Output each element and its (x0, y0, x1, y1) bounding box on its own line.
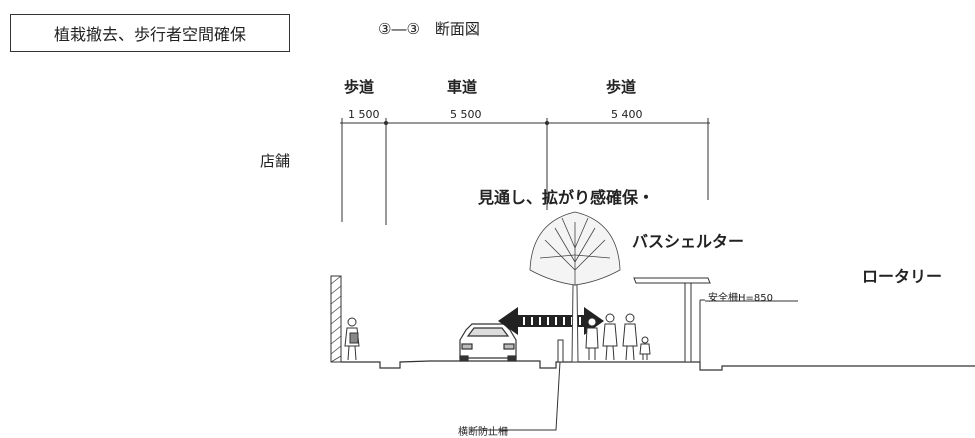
dimension-sidewalk-right: 5 400 (611, 108, 643, 121)
bus-shelter-icon (633, 277, 711, 363)
shop-label: 店舗 (260, 152, 291, 170)
bus-shelter-label: バスシェルター (632, 232, 745, 251)
dimension-roadway: 5 500 (450, 108, 482, 121)
car-icon (459, 323, 517, 362)
pedestrian-group-icon (585, 313, 651, 361)
title-box: 植栽撤去、歩行者空間確保 (10, 14, 290, 52)
zone-label-sidewalk-left: 歩道 (344, 78, 375, 96)
safety-fence-icon (699, 299, 798, 362)
dimension-sidewalk-left: 1 500 (348, 108, 380, 121)
crossing-barrier-icon (470, 339, 564, 431)
ground-line (341, 360, 975, 371)
tree-icon (529, 211, 621, 363)
dimension-lines (340, 118, 710, 225)
safety-fence-label: 安全柵H=850 (708, 293, 773, 304)
crossing-barrier-label: 横断防止柵 (458, 427, 508, 438)
rotary-label: ロータリー (862, 267, 943, 286)
visibility-callout: 見通し、拡がり感確保・ (478, 188, 655, 207)
zone-label-sidewalk-right: 歩道 (606, 78, 637, 96)
zone-label-roadway: 車道 (447, 78, 478, 96)
building-wall (330, 275, 342, 363)
pedestrian-left-icon (344, 317, 360, 361)
section-title: ③―③ 断面図 (378, 20, 480, 38)
